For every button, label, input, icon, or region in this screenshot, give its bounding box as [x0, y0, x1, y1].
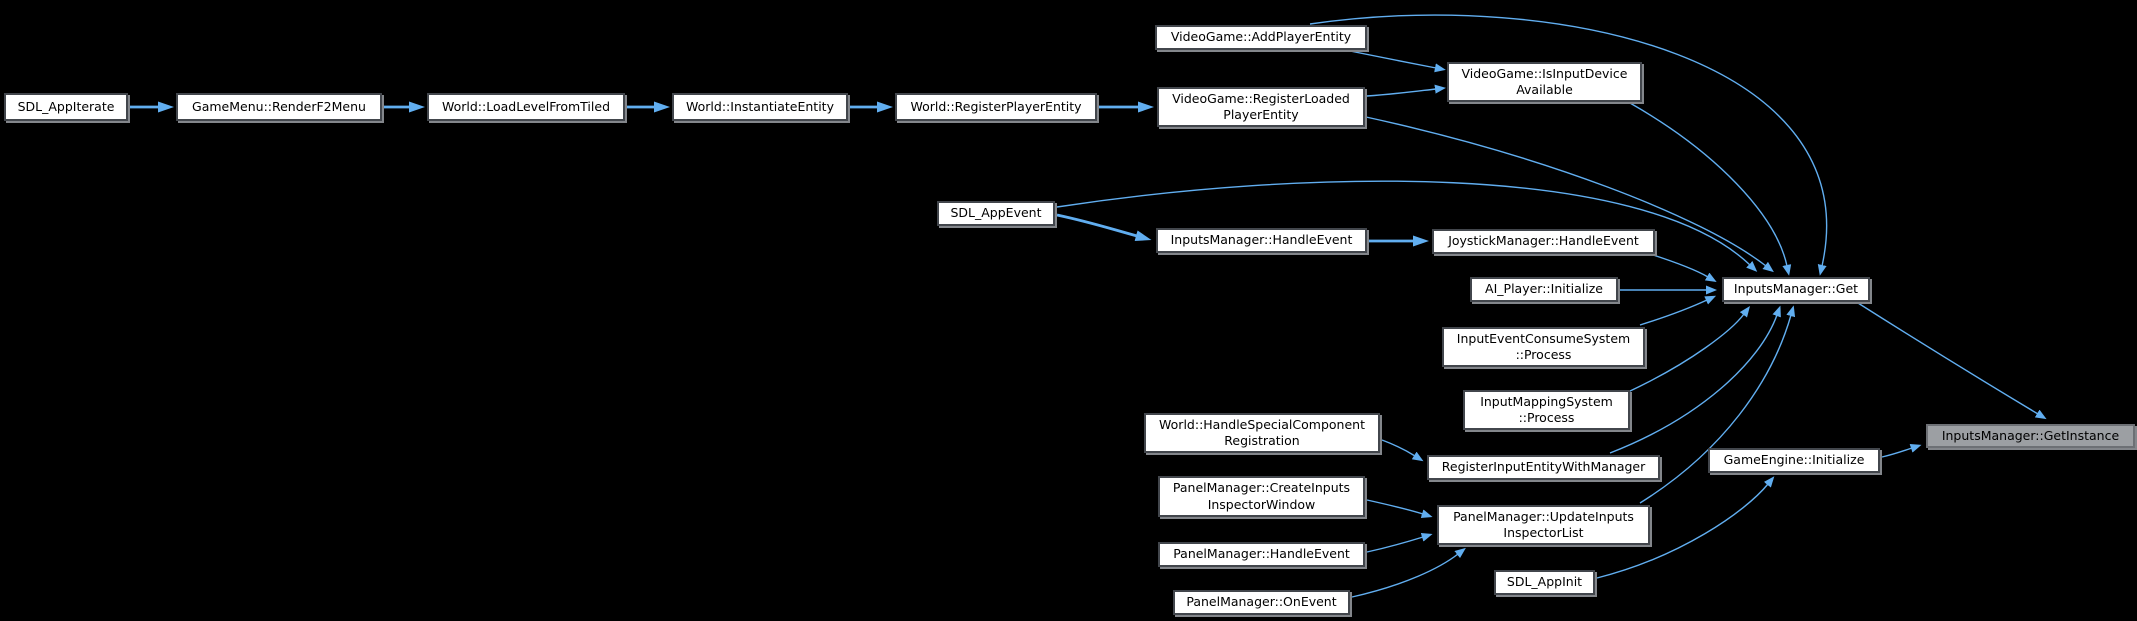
node-inputsmanager-get-instance[interactable]: InputsManager::GetInstance [1926, 424, 2135, 448]
node-input-mapping-system-process[interactable]: InputMappingSystem ::Process [1463, 390, 1630, 430]
node-panelmanager-handle-event[interactable]: PanelManager::HandleEvent [1158, 542, 1365, 567]
node-joystickmanager-handle-event[interactable]: JoystickManager::HandleEvent [1432, 229, 1655, 254]
node-inputsmanager-handle-event[interactable]: InputsManager::HandleEvent [1156, 228, 1367, 253]
node-world-handle-special-component-registration[interactable]: World::HandleSpecialComponent Registrati… [1144, 413, 1380, 453]
node-sdl-app-event[interactable]: SDL_AppEvent [937, 201, 1055, 226]
node-videogame-is-input-device-available[interactable]: VideoGame::IsInputDevice Available [1447, 62, 1642, 102]
node-input-event-consume-system-process[interactable]: InputEventConsumeSystem ::Process [1442, 327, 1645, 367]
node-panelmanager-create-inputs-inspector-window[interactable]: PanelManager::CreateInputs InspectorWind… [1158, 476, 1365, 517]
node-videogame-register-loaded-player-entity[interactable]: VideoGame::RegisterLoaded PlayerEntity [1157, 87, 1365, 127]
node-gameengine-initialize[interactable]: GameEngine::Initialize [1708, 448, 1880, 473]
node-panelmanager-update-inputs-inspector-list[interactable]: PanelManager::UpdateInputs InspectorList [1437, 505, 1650, 545]
node-videogame-add-player-entity[interactable]: VideoGame::AddPlayerEntity [1155, 25, 1367, 50]
node-ai-player-initialize[interactable]: AI_Player::Initialize [1470, 277, 1618, 302]
node-world-register-player-entity[interactable]: World::RegisterPlayerEntity [895, 93, 1097, 121]
node-sdl-app-iterate[interactable]: SDL_AppIterate [4, 93, 128, 121]
node-register-input-entity-with-manager[interactable]: RegisterInputEntityWithManager [1427, 455, 1660, 480]
node-panelmanager-on-event[interactable]: PanelManager::OnEvent [1173, 590, 1350, 615]
node-inputsmanager-get[interactable]: InputsManager::Get [1722, 277, 1870, 302]
node-world-instantiate-entity[interactable]: World::InstantiateEntity [672, 93, 848, 121]
node-sdl-app-init[interactable]: SDL_AppInit [1494, 570, 1595, 595]
node-gamemenu-render-f2-menu[interactable]: GameMenu::RenderF2Menu [176, 93, 382, 121]
node-world-load-level-from-tiled[interactable]: World::LoadLevelFromTiled [427, 93, 625, 121]
